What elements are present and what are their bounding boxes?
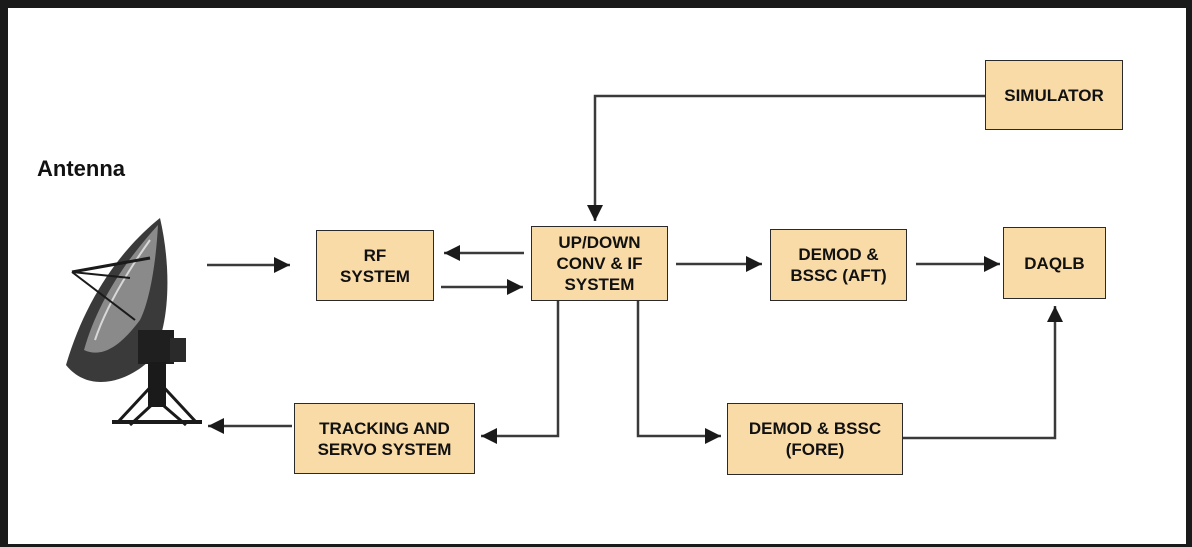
tracking-servo-system-block: TRACKING AND SERVO SYSTEM: [294, 403, 475, 474]
up-down-conv-if-system-block: UP/DOWN CONV & IF SYSTEM: [531, 226, 668, 301]
satellite-dish-antenna-icon: [66, 218, 202, 427]
simulator-block: SIMULATOR: [985, 60, 1123, 130]
daqlb-block: DAQLB: [1003, 227, 1106, 299]
antenna-label: Antenna: [37, 156, 125, 181]
demod-bssc-fore-block: DEMOD & BSSC (FORE): [727, 403, 903, 475]
rf-system-block: RF SYSTEM: [316, 230, 434, 301]
demod-bssc-aft-block: DEMOD & BSSC (AFT): [770, 229, 907, 301]
